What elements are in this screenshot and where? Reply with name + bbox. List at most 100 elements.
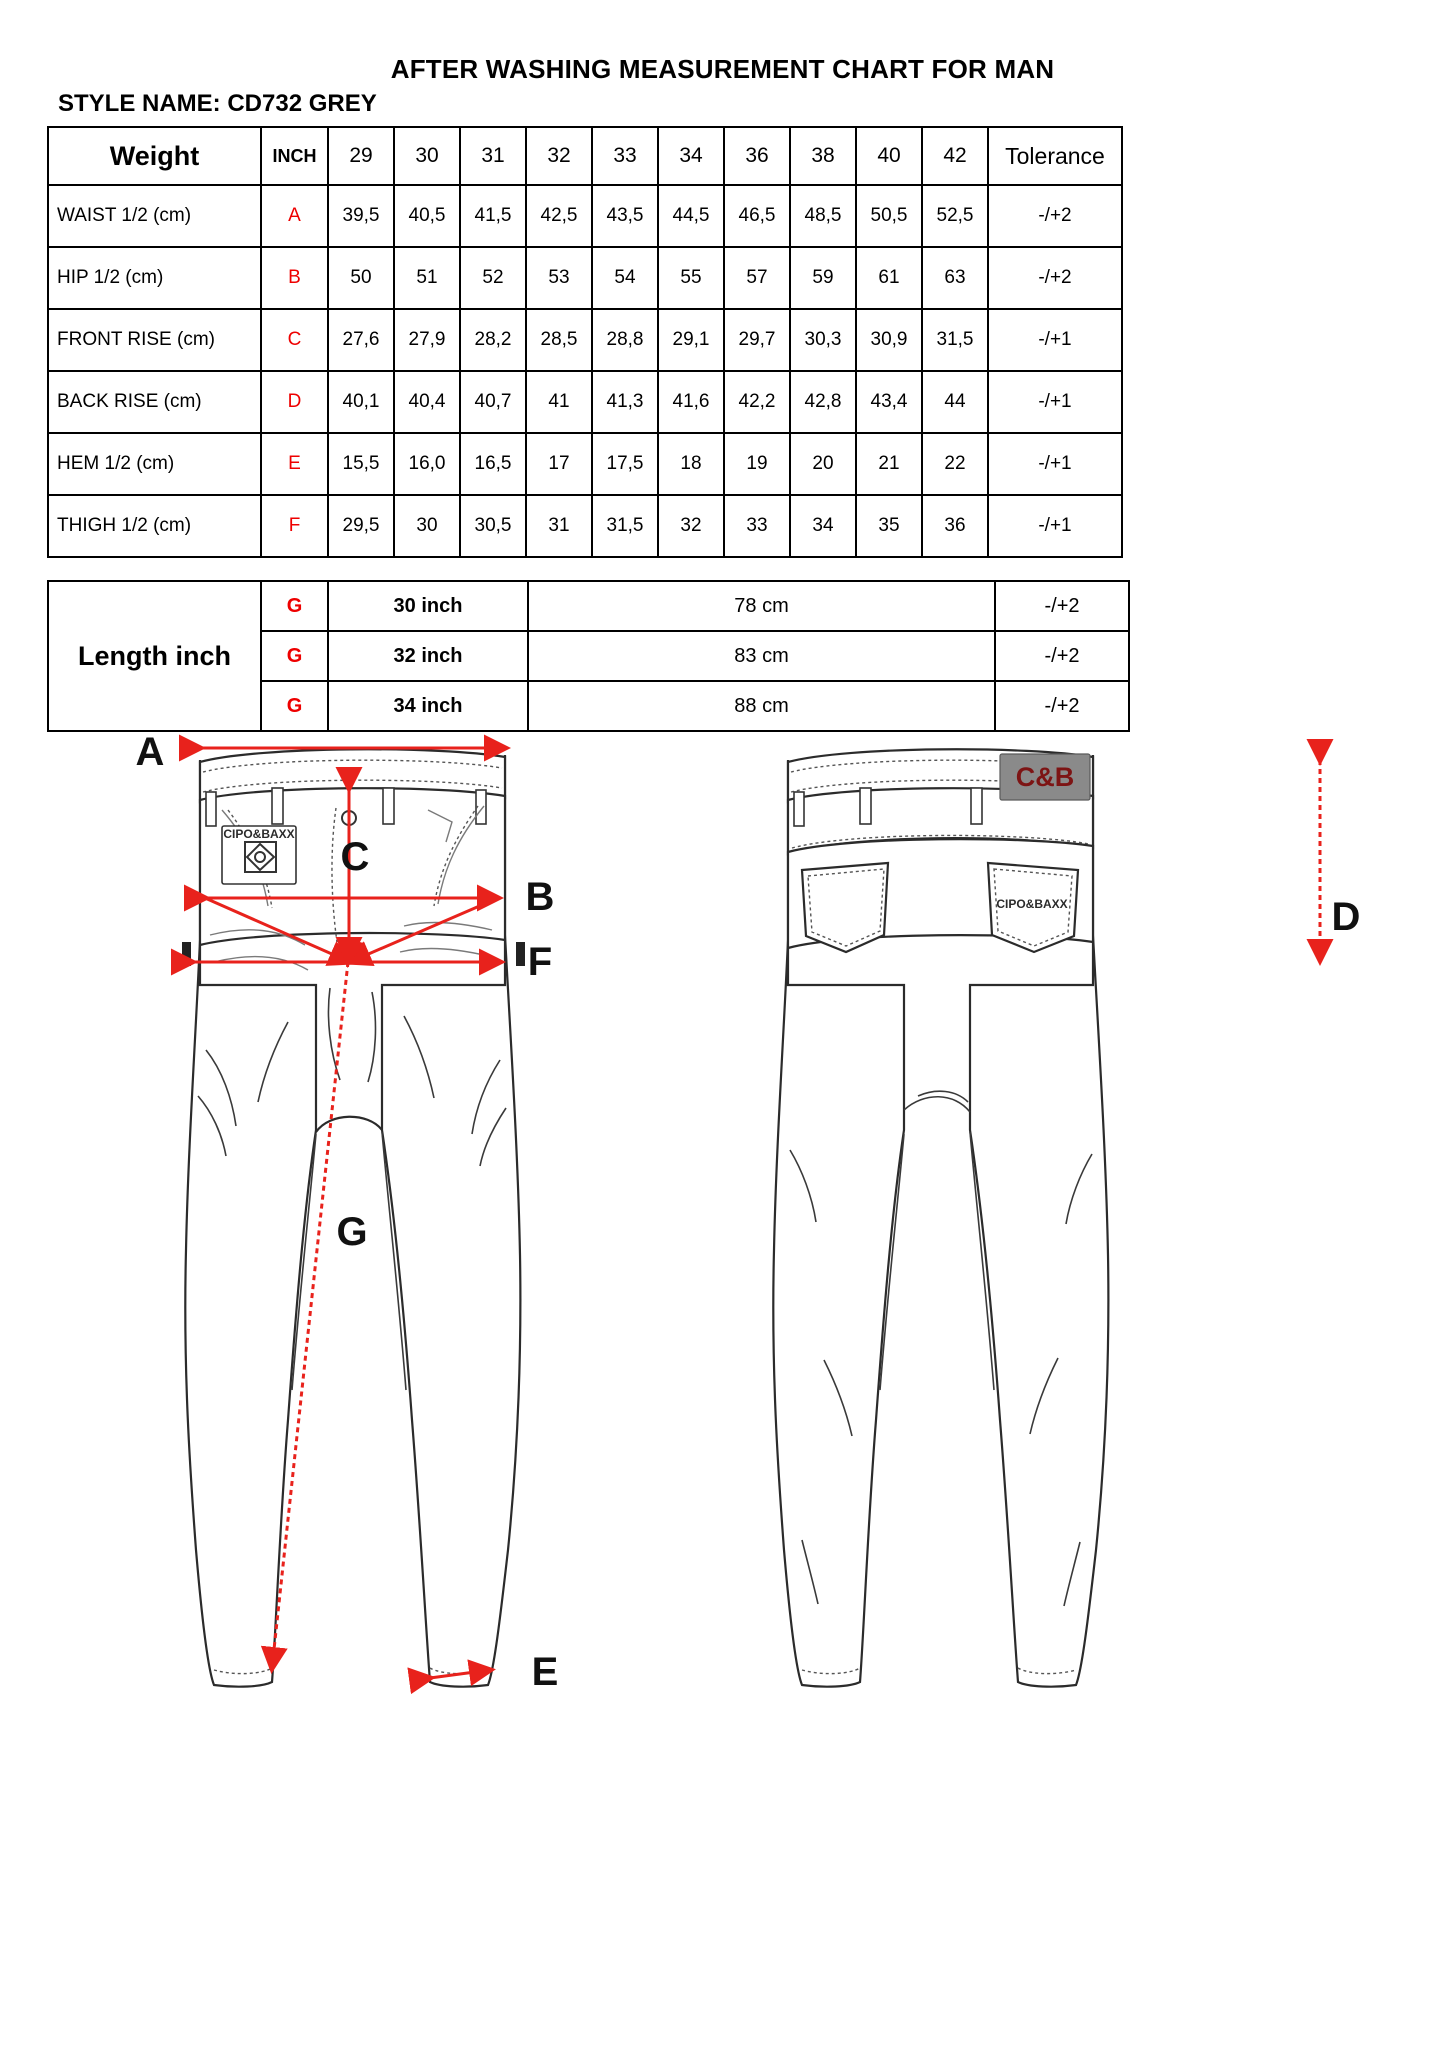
cell: 59 — [789, 246, 857, 310]
cell: 32 — [657, 494, 725, 558]
cell: 44 — [921, 370, 989, 434]
table-row: FRONT RISE (cm) C 27,6 27,9 28,2 28,5 28… — [47, 308, 1123, 372]
measure-label-c: C — [341, 835, 370, 879]
table-row: G 32 inch 83 cm -/+2 — [48, 630, 1130, 682]
jeans-technical-drawing: CIPO&BAXX — [0, 730, 1445, 2045]
cell: 41,3 — [591, 370, 659, 434]
length-tolerance-2: -/+2 — [994, 630, 1130, 682]
table-row: THIGH 1/2 (cm) F 29,5 30 30,5 31 31,5 32… — [47, 494, 1123, 558]
cell: 46,5 — [723, 184, 791, 248]
style-name: STYLE NAME: CD732 GREY — [58, 90, 377, 117]
length-inch-30: 30 inch — [327, 580, 529, 632]
length-code-g-2: G — [260, 630, 329, 682]
cell: 29,5 — [327, 494, 395, 558]
row-code-c: C — [260, 308, 329, 372]
length-tolerance-3: -/+2 — [994, 680, 1130, 732]
cell: 30 — [393, 494, 461, 558]
row-label-thigh: THIGH 1/2 (cm) — [47, 494, 262, 558]
row-label-back-rise: BACK RISE (cm) — [47, 370, 262, 434]
length-cm-88: 88 cm — [527, 680, 996, 732]
cell-tolerance: -/+1 — [987, 308, 1123, 372]
table-row: HIP 1/2 (cm) B 50 51 52 53 54 55 57 59 6… — [47, 246, 1123, 310]
measure-label-d: D — [1332, 895, 1361, 939]
row-label-hip: HIP 1/2 (cm) — [47, 246, 262, 310]
row-code-b: B — [260, 246, 329, 310]
table-row: HEM 1/2 (cm) E 15,5 16,0 16,5 17 17,5 18… — [47, 432, 1123, 496]
cell: 50,5 — [855, 184, 923, 248]
cell: 39,5 — [327, 184, 395, 248]
header-inch: INCH — [260, 126, 329, 186]
cell: 44,5 — [657, 184, 725, 248]
cell: 31 — [525, 494, 593, 558]
back-pocket-brand-label: CIPO&BAXX — [996, 897, 1067, 911]
cell: 28,8 — [591, 308, 659, 372]
row-code-a: A — [260, 184, 329, 248]
cell: 43,5 — [591, 184, 659, 248]
header-size-34: 34 — [657, 126, 725, 186]
header-size-40: 40 — [855, 126, 923, 186]
table-header-row: Weight INCH 29 30 31 32 33 34 36 38 40 4… — [47, 126, 1123, 186]
cell: 22 — [921, 432, 989, 496]
header-size-30: 30 — [393, 126, 461, 186]
table-row: Length inch G 30 inch 78 cm -/+2 — [47, 580, 1130, 732]
table-row: WAIST 1/2 (cm) A 39,5 40,5 41,5 42,5 43,… — [47, 184, 1123, 248]
front-measurement-arrows — [171, 734, 511, 1695]
cell: 29,7 — [723, 308, 791, 372]
table-row: BACK RISE (cm) D 40,1 40,4 40,7 41 41,3 … — [47, 370, 1123, 434]
row-label-waist: WAIST 1/2 (cm) — [47, 184, 262, 248]
cell-tolerance: -/+1 — [987, 370, 1123, 434]
length-tolerance-1: -/+2 — [994, 580, 1130, 632]
cell: 31,5 — [591, 494, 659, 558]
header-tolerance: Tolerance — [987, 126, 1123, 186]
length-title: Length inch — [47, 580, 262, 732]
back-waist-brand-label: C&B — [1016, 762, 1075, 792]
length-code-g-3: G — [260, 680, 329, 732]
back-jeans-illustration: C&B CIPO&BAXX — [772, 748, 1110, 1688]
cell: 28,5 — [525, 308, 593, 372]
cell: 57 — [723, 246, 791, 310]
cell: 40,1 — [327, 370, 395, 434]
length-table: Length inch G 30 inch 78 cm -/+2 G 32 in… — [47, 580, 1130, 732]
row-code-f: F — [260, 494, 329, 558]
cell: 40,4 — [393, 370, 461, 434]
table-row: G 34 inch 88 cm -/+2 — [48, 680, 1130, 732]
measure-label-a: A — [136, 730, 165, 774]
header-size-31: 31 — [459, 126, 527, 186]
cell: 50 — [327, 246, 395, 310]
cell: 42,2 — [723, 370, 791, 434]
measure-label-g: G — [336, 1210, 367, 1254]
cell: 17 — [525, 432, 593, 496]
measure-label-e: E — [532, 1650, 559, 1694]
cell: 17,5 — [591, 432, 659, 496]
cell: 27,9 — [393, 308, 461, 372]
length-cm-78: 78 cm — [527, 580, 996, 632]
length-cm-83: 83 cm — [527, 630, 996, 682]
cell: 41,5 — [459, 184, 527, 248]
cell: 15,5 — [327, 432, 395, 496]
cell: 42,5 — [525, 184, 593, 248]
cell: 41 — [525, 370, 593, 434]
measure-label-b: B — [526, 875, 555, 919]
cell: 48,5 — [789, 184, 857, 248]
cell: 19 — [723, 432, 791, 496]
cell: 40,7 — [459, 370, 527, 434]
cell: 63 — [921, 246, 989, 310]
cell: 43,4 — [855, 370, 923, 434]
cell: 30,3 — [789, 308, 857, 372]
cell: 51 — [393, 246, 461, 310]
page-title: AFTER WASHING MEASUREMENT CHART FOR MAN — [390, 54, 1055, 84]
cell: 21 — [855, 432, 923, 496]
cell: 16,0 — [393, 432, 461, 496]
row-label-front-rise: FRONT RISE (cm) — [47, 308, 262, 372]
cell-tolerance: -/+1 — [987, 494, 1123, 558]
cell: 18 — [657, 432, 725, 496]
header-size-36: 36 — [723, 126, 791, 186]
cell: 53 — [525, 246, 593, 310]
cell: 54 — [591, 246, 659, 310]
measure-label-f: F — [528, 940, 552, 984]
cell-tolerance: -/+2 — [987, 184, 1123, 248]
cell: 27,6 — [327, 308, 395, 372]
row-label-hem: HEM 1/2 (cm) — [47, 432, 262, 496]
length-inch-34: 34 inch — [327, 680, 529, 732]
